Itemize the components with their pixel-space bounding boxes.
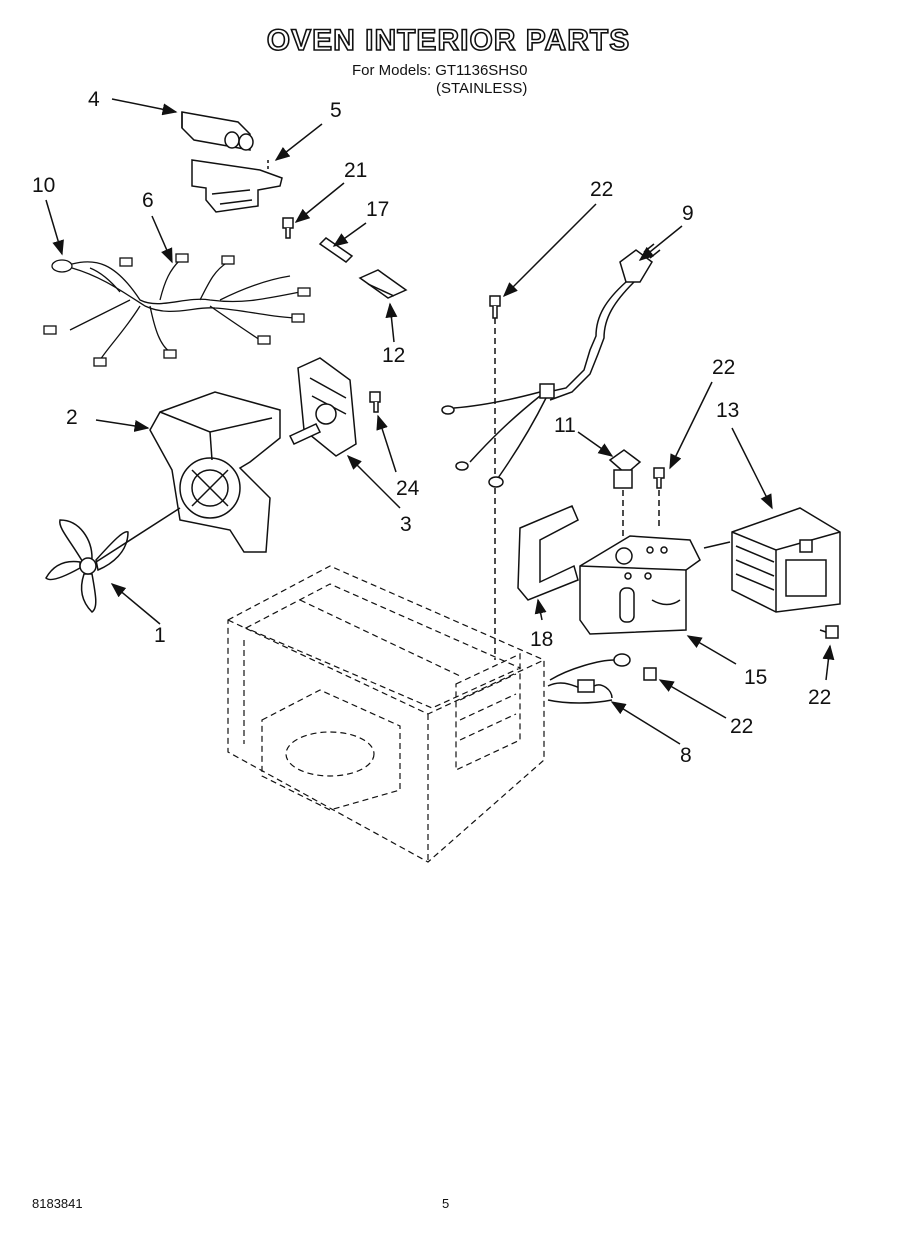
- thermal-cutoff-part: [547, 653, 657, 704]
- thermal-fuse-part: [318, 237, 354, 263]
- screw-22-mid-part: [653, 467, 665, 530]
- callout-17: 17: [366, 198, 389, 221]
- hv-fuse-part: [608, 449, 642, 540]
- page-number: 5: [442, 1196, 450, 1211]
- waveguide-part: [579, 535, 701, 635]
- callout-22-right: 22: [808, 686, 831, 709]
- model-number: GT1136SHS0: [435, 62, 528, 79]
- callout-5: 5: [330, 99, 342, 122]
- page-header: OVEN INTERIOR PARTS: [0, 23, 897, 58]
- screw-21-part: [282, 217, 294, 239]
- callout-18: 18: [530, 628, 553, 651]
- ground-screw-part: [489, 295, 501, 660]
- callout-10: 10: [32, 174, 55, 197]
- leader-lines: [45, 98, 835, 745]
- oven-cavity-outline: [227, 565, 545, 863]
- fan-blade-part: [45, 507, 181, 613]
- callout-6: 6: [142, 189, 154, 212]
- screw-22-right-part: [819, 625, 839, 639]
- clip-12-part: [358, 269, 408, 299]
- callout-21: 21: [344, 159, 367, 182]
- magnetron-part: [703, 507, 841, 613]
- switch-holder-part: [288, 357, 357, 457]
- capacitor-part: [181, 111, 254, 151]
- callout-22-bottom: 22: [730, 715, 753, 738]
- callout-12: 12: [382, 344, 405, 367]
- callout-22-cord: 22: [590, 178, 613, 201]
- screw-24-part: [369, 391, 381, 413]
- callout-9: 9: [682, 202, 694, 225]
- capacitor-bracket-part: [191, 159, 283, 213]
- document-code: 8183841: [32, 1196, 83, 1211]
- wire-harness-part: [43, 253, 311, 367]
- callout-15: 15: [744, 666, 767, 689]
- callout-1: 1: [154, 624, 166, 647]
- page-title: OVEN INTERIOR PARTS: [266, 23, 631, 58]
- callout-labels: 4 5 21 10 6 17 22 9 12 22 2 13 11 24 3 1…: [32, 88, 831, 767]
- gasket-part: [517, 505, 579, 601]
- models-label: For Models:: [352, 62, 432, 79]
- model-line: For Models:GT1136SHS0: [352, 62, 527, 80]
- callout-3: 3: [400, 513, 412, 536]
- callout-24: 24: [396, 477, 420, 500]
- callout-11: 11: [554, 414, 576, 437]
- callout-2: 2: [66, 406, 78, 429]
- model-finish: (STAINLESS): [436, 80, 528, 97]
- callout-22-mid: 22: [712, 356, 735, 379]
- air-duct-part: [149, 391, 281, 553]
- callout-13: 13: [716, 399, 739, 422]
- power-cord-part: [441, 243, 661, 488]
- callout-8: 8: [680, 744, 692, 767]
- callout-4: 4: [88, 88, 100, 111]
